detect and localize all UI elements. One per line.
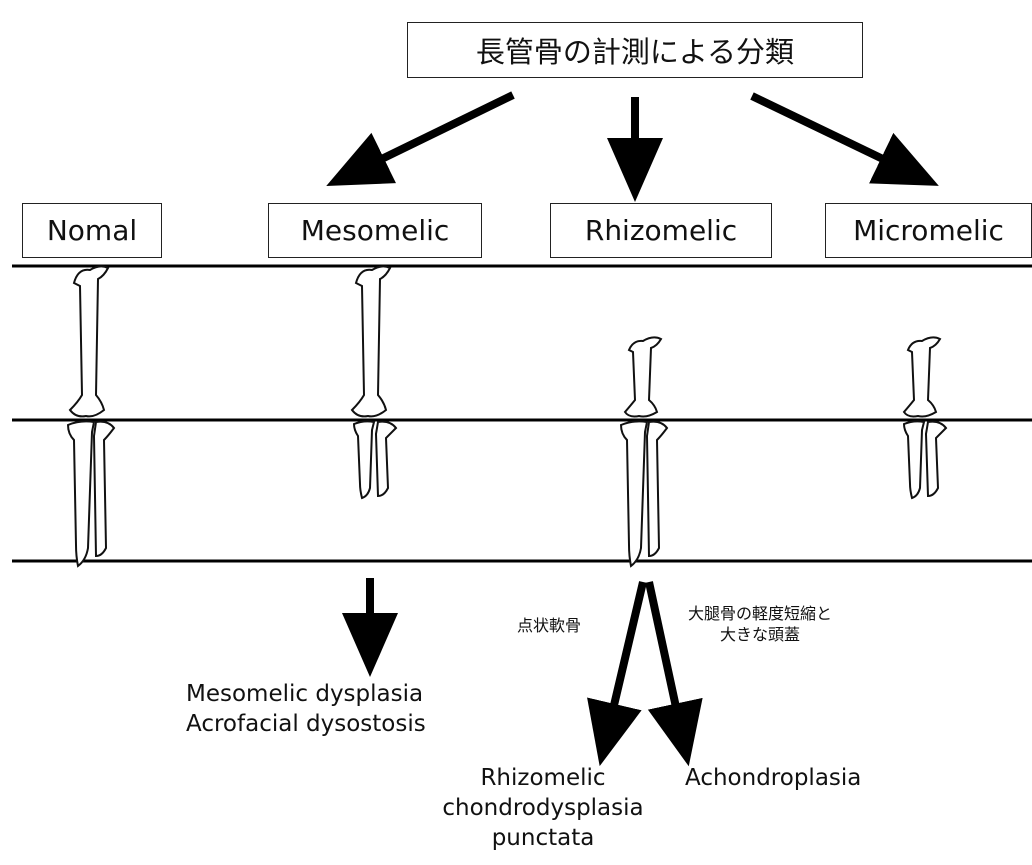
- arrow-to-mesomelic: [355, 95, 513, 172]
- mesomelic-lower-bones: [354, 421, 396, 498]
- note-line-2: 大きな頭蓋: [670, 625, 850, 646]
- rhizomelic-upper-bone: [625, 337, 661, 416]
- outcome-rhizomelic-chondrodysplasia-punctata: Rhizomelic chondrodysplasia punctata: [418, 764, 668, 854]
- diagram-title: 長管骨の計測による分類: [407, 22, 863, 78]
- note-achondroplasia-jp: 大腿骨の軽度短縮と 大きな頭蓋: [670, 604, 850, 646]
- arrow-to-micromelic: [752, 96, 910, 172]
- outcome-achondroplasia: Achondroplasia: [685, 764, 861, 794]
- category-micromelic: Micromelic: [825, 203, 1032, 258]
- mesomelic-outcome: Mesomelic dysplasia Acrofacial dysostosi…: [186, 680, 426, 740]
- rhizomelic-limb-bones: [621, 337, 667, 566]
- note-line-1: 大腿骨の軽度短縮と: [670, 604, 850, 625]
- mesomelic-limb-bones: [352, 266, 396, 498]
- category-rhizomelic: Rhizomelic: [550, 203, 772, 258]
- normal-limb-bones: [68, 266, 114, 566]
- mesomelic-upper-bone: [352, 266, 390, 416]
- outcome-line-1: Rhizomelic: [418, 764, 668, 794]
- outcome-line-2: chondrodysplasia: [418, 794, 668, 824]
- normal-lower-bones: [68, 421, 114, 566]
- micromelic-upper-bone: [904, 337, 940, 416]
- category-normal: Nomal: [22, 203, 162, 258]
- outcome-acrofacial-dysostosis: Acrofacial dysostosis: [186, 710, 426, 740]
- outcome-line-3: punctata: [418, 824, 668, 854]
- rhizomelic-lower-bones: [621, 421, 667, 566]
- arrow-rhizomelic-left: [607, 582, 643, 735]
- micromelic-lower-bones: [904, 421, 946, 498]
- normal-upper-bone: [70, 266, 108, 416]
- note-chondrodysplasia-punctata-jp: 点状軟骨: [517, 616, 581, 637]
- micromelic-limb-bones: [904, 337, 946, 498]
- outcome-mesomelic-dysplasia: Mesomelic dysplasia: [186, 680, 426, 710]
- category-mesomelic: Mesomelic: [268, 203, 482, 258]
